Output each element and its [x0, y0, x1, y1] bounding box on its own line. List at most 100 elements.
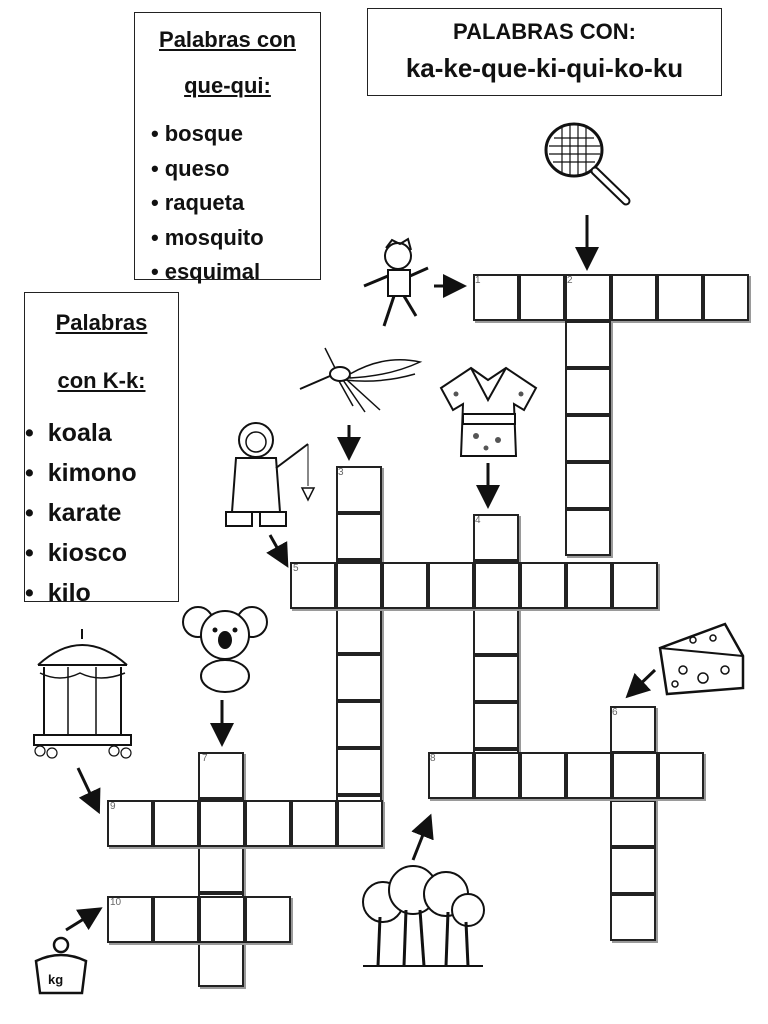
karate-kid-icon	[363, 237, 429, 327]
k-title-line2: con K-k:	[57, 368, 146, 393]
crossword-cell[interactable]	[473, 514, 519, 561]
word-item: esquimal	[151, 255, 320, 290]
word-item: bosque	[151, 117, 320, 152]
crossword-cell[interactable]	[474, 562, 520, 609]
crossword-cell[interactable]	[290, 562, 336, 609]
clue-number-4: 4	[475, 515, 481, 526]
crossword-cell[interactable]	[565, 509, 611, 556]
arrow-icon	[266, 534, 289, 568]
word-item: mosquito	[151, 221, 320, 256]
crossword-cell[interactable]	[473, 608, 519, 655]
clue-number-3: 3	[338, 467, 344, 478]
word-item: kiosco	[25, 533, 178, 573]
crossword-cell[interactable]	[245, 896, 291, 943]
arrow-icon	[65, 907, 103, 932]
arrow-icon	[76, 767, 101, 815]
kiosk-icon	[33, 629, 132, 759]
crossword-cell[interactable]	[611, 274, 657, 321]
word-item: koala	[25, 413, 178, 453]
crossword-cell[interactable]	[198, 846, 244, 893]
crossword-cell[interactable]	[610, 847, 656, 894]
crossword-cell[interactable]	[107, 800, 153, 847]
clue-number-2: 2	[567, 275, 573, 286]
eskimo-icon	[225, 422, 316, 527]
arrow-icon	[625, 668, 657, 699]
crossword-cell[interactable]	[565, 462, 611, 509]
crossword-cell[interactable]	[520, 752, 566, 799]
clue-number-5: 5	[293, 563, 299, 574]
crossword-cell[interactable]	[657, 274, 703, 321]
koala-icon	[182, 606, 268, 693]
crossword-cell[interactable]	[474, 752, 520, 799]
crossword-cell[interactable]	[199, 800, 245, 847]
word-item: kimono	[25, 453, 178, 493]
crossword-cell[interactable]	[565, 321, 611, 368]
crossword-cell[interactable]	[337, 800, 383, 847]
crossword-cell[interactable]	[612, 752, 658, 799]
clue-number-9: 9	[110, 801, 116, 812]
weight-icon	[34, 936, 88, 995]
crossword-cell[interactable]	[336, 654, 382, 701]
forest-icon	[362, 865, 485, 967]
cheese-icon	[658, 622, 745, 696]
crossword-cell[interactable]	[658, 752, 704, 799]
crossword-cell[interactable]	[610, 706, 656, 753]
crossword-cell[interactable]	[473, 655, 519, 702]
crossword-cell[interactable]	[473, 274, 519, 321]
k-word-box: Palabras con K-k: koala kimono karate ki…	[24, 292, 179, 607]
crossword-cell[interactable]	[703, 274, 749, 321]
header-syllables: ka-ke-que-ki-qui-ko-ku	[405, 53, 684, 83]
header-title: PALABRAS CON:	[453, 19, 636, 44]
crossword-cell[interactable]	[565, 368, 611, 415]
crossword-cell[interactable]	[428, 752, 474, 799]
k-word-list: koala kimono karate kiosco kilo	[25, 413, 178, 613]
mosquito-icon	[299, 347, 423, 413]
crossword-cell[interactable]	[153, 896, 199, 943]
crossword-cell[interactable]	[428, 562, 474, 609]
weight-label: kg	[48, 972, 64, 987]
crossword-cell[interactable]	[336, 562, 382, 609]
footer-watermark	[400, 995, 760, 1003]
que-qui-word-box: Palabras con que-qui: bosque queso raque…	[134, 12, 321, 284]
word-item: raqueta	[151, 186, 320, 221]
que-qui-word-list: bosque queso raqueta mosquito esquimal	[135, 117, 320, 290]
crossword-cell[interactable]	[610, 894, 656, 941]
crossword-cell[interactable]	[336, 607, 382, 654]
k-title-line1: Palabras	[55, 310, 148, 335]
crossword-cell[interactable]	[612, 562, 658, 609]
crossword-cell[interactable]	[566, 562, 612, 609]
arrow-icon	[411, 813, 434, 861]
racket-icon	[544, 122, 631, 206]
crossword-cell[interactable]	[107, 896, 153, 943]
crossword-cell[interactable]	[473, 702, 519, 749]
clue-number-8: 8	[430, 753, 436, 764]
que-qui-title-line1: Palabras con	[159, 27, 296, 52]
header-box: PALABRAS CON: ka-ke-que-ki-qui-ko-ku	[367, 8, 722, 96]
crossword-cell[interactable]	[198, 752, 244, 799]
crossword-cell[interactable]	[520, 562, 566, 609]
crossword-cell[interactable]	[566, 752, 612, 799]
crossword-cell[interactable]	[336, 701, 382, 748]
crossword-cell[interactable]	[565, 415, 611, 462]
word-item: kilo	[25, 573, 178, 613]
crossword-cell[interactable]	[336, 513, 382, 560]
word-item: queso	[151, 152, 320, 187]
clue-number-6: 6	[612, 707, 618, 718]
crossword-cell[interactable]	[382, 562, 428, 609]
crossword-cell[interactable]	[336, 748, 382, 795]
clue-number-1: 1	[475, 275, 481, 286]
crossword-cell[interactable]	[153, 800, 199, 847]
crossword-cell[interactable]	[199, 896, 245, 943]
crossword-cell[interactable]	[291, 800, 337, 847]
crossword-cell[interactable]	[610, 800, 656, 847]
que-qui-title-line2: que-qui:	[184, 73, 271, 98]
clue-number-7: 7	[202, 753, 208, 764]
crossword-cell[interactable]	[565, 274, 611, 321]
word-item: karate	[25, 493, 178, 533]
crossword-cell[interactable]	[245, 800, 291, 847]
kimono-icon	[439, 366, 538, 457]
crossword-cell[interactable]	[336, 466, 382, 513]
clue-number-10: 10	[110, 897, 122, 908]
crossword-cell[interactable]	[519, 274, 565, 321]
